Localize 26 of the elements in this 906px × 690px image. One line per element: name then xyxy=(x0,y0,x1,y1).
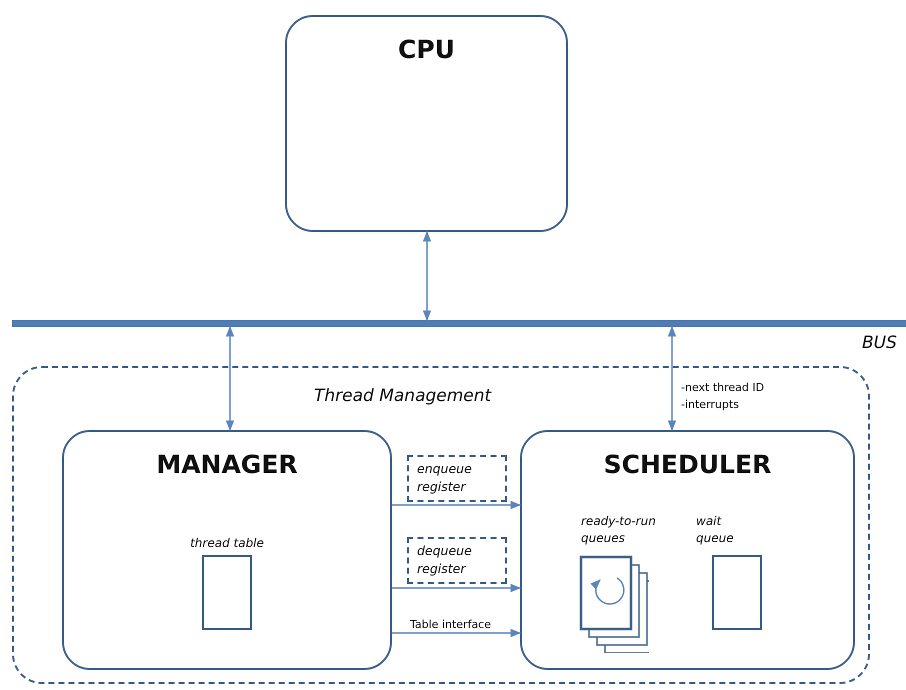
arrow xyxy=(392,584,522,592)
arrow xyxy=(422,230,432,322)
register-box xyxy=(407,537,507,584)
register-box xyxy=(407,455,507,502)
box-title: MANAGER xyxy=(155,450,299,479)
box-title: CPU xyxy=(397,35,456,64)
group-title: Thread Management xyxy=(314,386,492,406)
arrow xyxy=(590,577,625,605)
cpu-box xyxy=(285,15,568,232)
queue-label: ready-to-run queues xyxy=(581,513,657,547)
group-boundary xyxy=(12,366,870,684)
arrow xyxy=(668,326,676,432)
arrow xyxy=(392,628,522,638)
bus-bar xyxy=(12,320,906,327)
bus-label: BUS xyxy=(862,333,897,353)
register-label: dequeue register xyxy=(417,542,473,578)
edge-label: -next thread ID -interrupts xyxy=(681,380,765,413)
box-title: SCHEDULER xyxy=(602,450,772,479)
scheduler-box xyxy=(520,430,855,670)
queue-label: thread table xyxy=(189,535,265,552)
arrow xyxy=(226,326,234,432)
arrow xyxy=(392,500,522,510)
manager-box xyxy=(62,430,392,670)
edge-label: Table interface xyxy=(410,617,492,633)
queue-label: wait queue xyxy=(696,513,735,547)
register-label: enqueue register xyxy=(417,460,473,496)
